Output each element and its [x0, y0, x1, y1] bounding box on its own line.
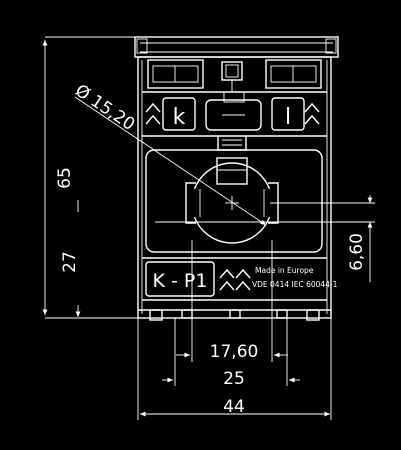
dim-window-width-text: 17,60	[210, 342, 259, 362]
nameplate-line1: Made in Europe	[255, 266, 314, 275]
dim-offset-text: 6,60	[347, 233, 367, 271]
transformer-housing	[134, 36, 339, 321]
terminal-k-label: k	[173, 105, 186, 130]
dim-extensions	[137, 240, 332, 420]
dim-diameter-text: Ø 15,20	[71, 81, 138, 135]
dim-height-center-text: 27	[60, 251, 80, 273]
dim-depth-text: 25	[223, 369, 245, 389]
dim-offset	[270, 195, 375, 282]
dim-width-total-text: 44	[223, 397, 245, 417]
dim-height-total	[42, 36, 138, 319]
terminal-l-label: l	[285, 105, 291, 130]
dim-diameter	[74, 96, 267, 226]
dim-height-total-text: 65	[55, 167, 75, 189]
nameplate-main: K - P1	[153, 270, 208, 292]
nameplate-line2: VDE 0414 IEC 60044-1	[252, 280, 338, 289]
